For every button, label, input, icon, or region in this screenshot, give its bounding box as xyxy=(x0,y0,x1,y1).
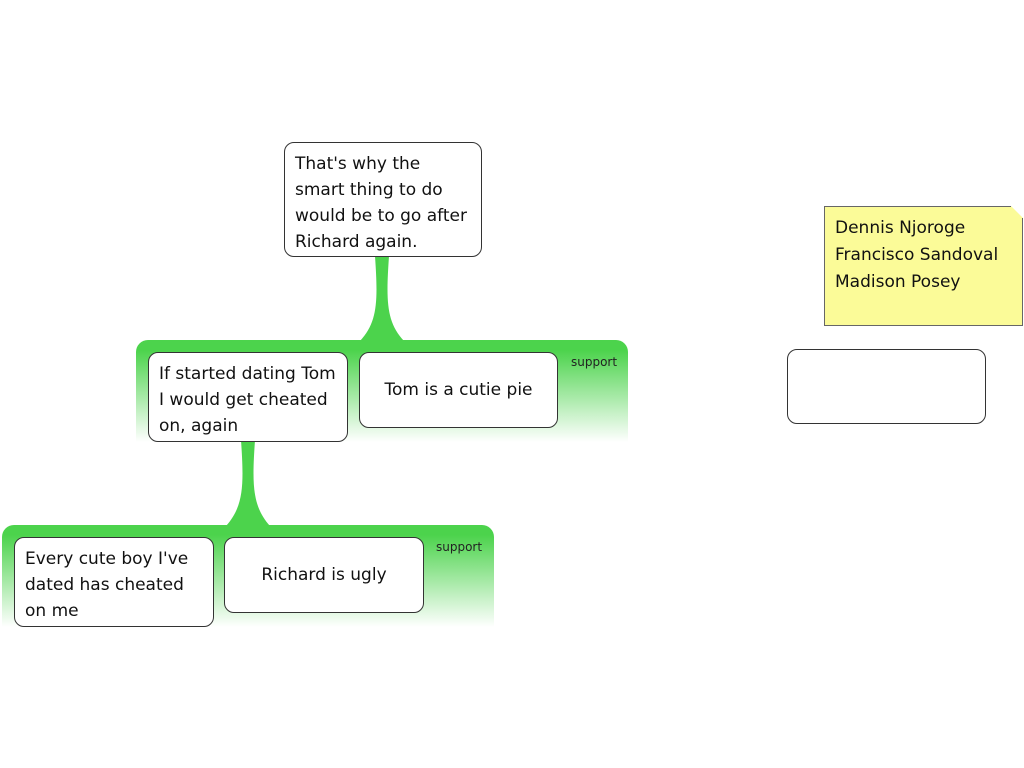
premise-box-cutie-pie[interactable]: Tom is a cutie pie xyxy=(359,352,558,428)
support-group-1-label: support xyxy=(571,355,618,369)
premise-text-cutie-pie: Tom is a cutie pie xyxy=(384,380,533,400)
premise-box-richard-ugly[interactable]: Richard is ugly xyxy=(224,537,424,613)
root-claim-box[interactable]: That's why the smart thing to do would b… xyxy=(284,142,482,257)
empty-claim-box[interactable] xyxy=(787,349,986,424)
authors-note-text: Dennis Njoroge Francisco Sandoval Madiso… xyxy=(835,218,999,292)
premise-box-dating-tom[interactable]: If started dating Tom I would get cheate… xyxy=(148,352,348,442)
root-claim-text: That's why the smart thing to do would b… xyxy=(295,154,467,252)
premise-text-richard-ugly: Richard is ugly xyxy=(261,565,387,585)
premise-box-cute-boys[interactable]: Every cute boy I've dated has cheated on… xyxy=(14,537,214,627)
support-group-2-label: support xyxy=(436,540,483,554)
connector-root-to-group-1 xyxy=(360,256,404,341)
premise-text-cute-boys: Every cute boy I've dated has cheated on… xyxy=(25,549,189,621)
authors-note[interactable]: Dennis Njoroge Francisco Sandoval Madiso… xyxy=(824,206,1023,326)
premise-text-dating-tom: If started dating Tom I would get cheate… xyxy=(159,364,336,436)
connector-premise-to-group-2 xyxy=(226,440,270,526)
note-corner-fold xyxy=(1011,206,1023,218)
